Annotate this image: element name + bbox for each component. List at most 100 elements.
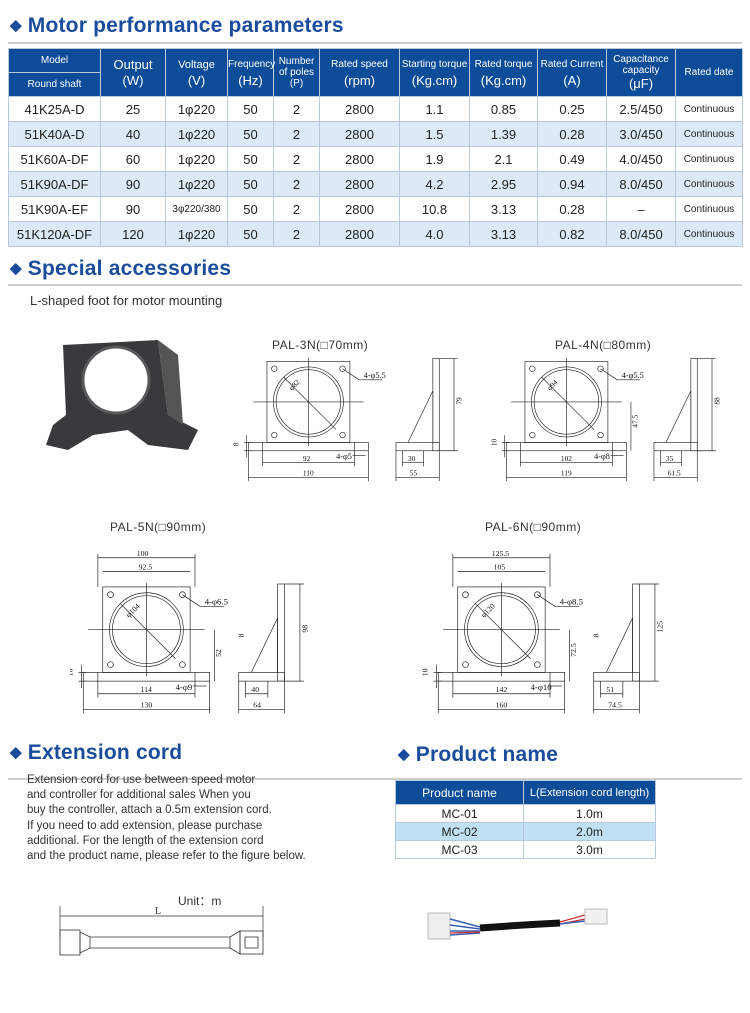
dimension-base-thick: 10: [70, 668, 75, 676]
cell-poles: 2: [273, 96, 320, 122]
cell-output: 120: [100, 221, 166, 247]
header-rated-date: Rated date: [675, 48, 743, 97]
dimension-inner-width: 102: [561, 454, 572, 463]
dimension-base-holes: 4-φ5: [336, 452, 352, 461]
cell-capacitance: 4.0/450: [606, 146, 676, 172]
accessories-caption: L-shaped foot for motor mounting: [30, 293, 223, 308]
section-title-text: Motor performance parameters: [27, 14, 344, 37]
section-title-motor: ◆Motor performance parameters: [10, 14, 344, 37]
cell-capacitance: –: [606, 196, 676, 222]
header-start-torque: Starting torque(Kg.cm): [399, 48, 470, 97]
section-title-text: Special accessories: [27, 257, 232, 280]
cell-model: 51K90A-DF: [8, 171, 101, 197]
cell-model: 41K25A-D: [8, 96, 101, 122]
cell-speed: 2800: [319, 146, 400, 172]
drawing-title: PAL-5N(□90mm): [110, 520, 207, 534]
drawing-title: PAL-3N(□70mm): [272, 338, 369, 352]
header-poles: Number of poles(P): [273, 48, 320, 97]
text-line: Extension cord for use between speed mot…: [27, 774, 256, 786]
header-model: Model: [8, 48, 101, 73]
cell-current: 0.82: [537, 221, 607, 247]
cell-current: 0.49: [537, 146, 607, 172]
cell-poles: 2: [273, 146, 320, 172]
dimension-side-outer: 55: [410, 469, 418, 478]
drawing-title: PAL-6N(□90mm): [485, 520, 582, 534]
text-line: buy the controller, attach a 0.5m extens…: [27, 804, 272, 817]
text-line: additional. For the length of the extens…: [27, 834, 264, 847]
cell-capacitance: 3.0/450: [606, 121, 676, 147]
dimension-side-inner: 40: [251, 685, 259, 694]
cell-output: 90: [100, 196, 166, 222]
dimension-base-thick: 10: [490, 438, 498, 446]
extension-cord-diagram: Unit：m L: [59, 894, 264, 956]
dimension-height: 88: [712, 397, 721, 405]
cell-current: 0.94: [537, 171, 607, 197]
drawing-title: PAL-4N(□80mm): [555, 338, 652, 352]
cell-speed: 2800: [319, 171, 400, 197]
cell-rated-date: Continuous: [675, 196, 743, 222]
cell: 1.0m: [523, 804, 656, 823]
cell: 2.0m: [523, 822, 656, 841]
section-title-product: ◆Product name: [398, 743, 559, 766]
dimension-mount-holes: 4-φ5.5: [622, 371, 644, 380]
header-rated-torque: Rated torque(Kg.cm): [469, 48, 538, 97]
cell-speed: 2800: [319, 96, 400, 122]
header-output: Output(W): [100, 48, 166, 97]
header-round-shaft: Round shaft: [8, 72, 101, 97]
cell-start-torque: 1.1: [399, 96, 470, 122]
text-line: and the product name, please refer to th…: [27, 850, 306, 863]
dimension-side-inner: 30: [408, 454, 416, 463]
cell-capacitance: 2.5/450: [606, 96, 676, 122]
cell-rated-torque: 3.13: [469, 221, 538, 247]
cell-model: 51K90A-EF: [8, 196, 101, 222]
cell-frequency: 50: [227, 196, 274, 222]
cell-speed: 2800: [319, 121, 400, 147]
header-current: Rated Current(A): [537, 48, 607, 97]
dimension-dia: φ120: [479, 602, 497, 620]
dimension-center-height: 52: [214, 649, 223, 657]
l-foot-photo: [46, 340, 198, 450]
cell: MC-03: [395, 840, 524, 859]
dimension-center-height: 72.5: [569, 643, 578, 657]
cell-frequency: 50: [227, 121, 274, 147]
cell-start-torque: 1.5: [399, 121, 470, 147]
section-title-accessories: ◆Special accessories: [10, 257, 232, 280]
motor-spec-table: Model Output(W) Voltage(V) Frequency(Hz)…: [8, 48, 743, 247]
cell: MC-02: [395, 822, 524, 841]
cell-start-torque: 10.8: [399, 196, 470, 222]
cell-voltage: 1φ220: [165, 146, 228, 172]
dimension-outer-width: 119: [561, 469, 572, 478]
section-title-extension: ◆Extension cord: [10, 741, 183, 764]
dimension-drawing: φ1204-φ8.5104-φ101421605174.512572.5125.…: [421, 550, 665, 714]
cell-rated-torque: 1.39: [469, 121, 538, 147]
cell-rated-date: Continuous: [675, 146, 743, 172]
cell-output: 60: [100, 146, 166, 172]
header-capacitance: Capacitance capacity(μF): [606, 48, 676, 97]
cell-voltage: 1φ220: [165, 121, 228, 147]
dimension-base-holes: 4-φ10: [531, 682, 553, 692]
cell-frequency: 50: [227, 221, 274, 247]
unit-label: Unit：m: [178, 894, 221, 908]
dimension-base-thick: 8: [232, 442, 240, 446]
dimension-outer-width: 130: [141, 700, 153, 709]
cell-voltage: 1φ220: [165, 96, 228, 122]
section-title-text: Product name: [415, 743, 559, 766]
dimension-dia: φ104: [124, 602, 142, 620]
cell-rated-torque: 2.1: [469, 146, 538, 172]
cell-model: 51K120A-DF: [8, 221, 101, 247]
cell-rated-date: Continuous: [675, 121, 743, 147]
dimension-mount-holes: 4-φ6.5: [205, 596, 229, 606]
extension-description: Extension cord for use between speed mot…: [27, 773, 347, 864]
dimension-center-height: 47.5: [630, 415, 639, 428]
cell-poles: 2: [273, 196, 320, 222]
